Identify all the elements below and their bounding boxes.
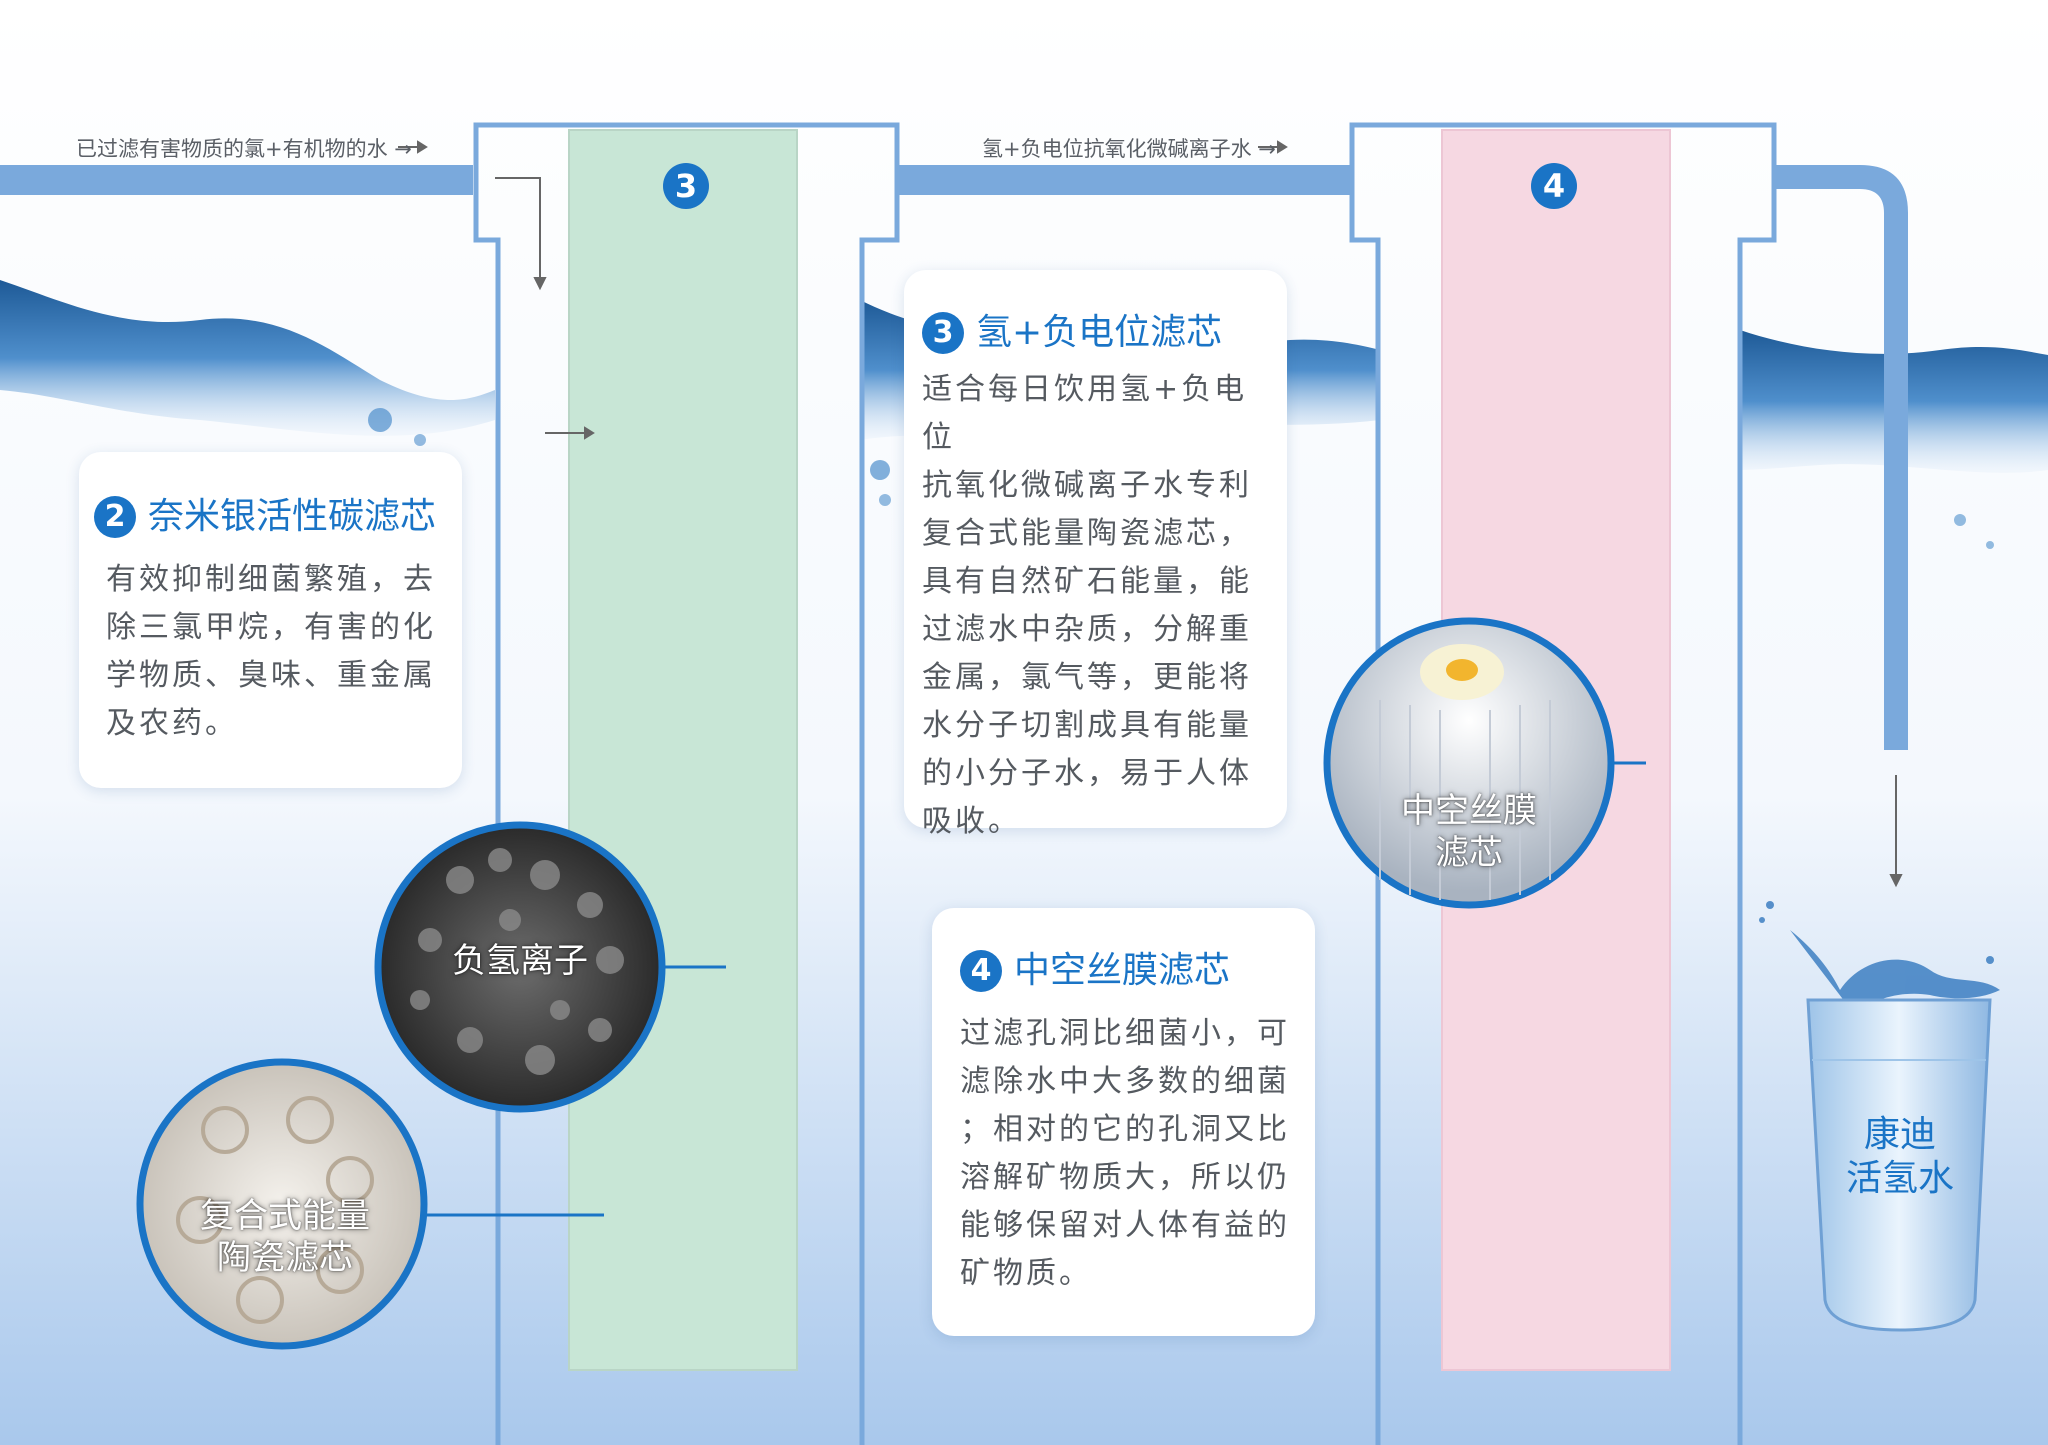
card4-line: ；相对的它的孔洞又比 [960,1112,1290,1147]
card-activated-carbon: 2 奈米银活性碳滤芯 有效抑制细菌繁殖，去 除三氯甲烷，有害的化 学物质、臭味、… [79,452,462,788]
arrow-right-icon [398,140,1288,440]
card3-line: 过滤水中杂质，分解重 [922,612,1252,647]
ceramic-image [136,1058,428,1350]
card4-line: 过滤孔洞比细菌小，可 [960,1016,1290,1051]
arrow-down-icon [495,177,1903,888]
water-glass-icon [1806,998,1992,1332]
stage4-badge: 4 [1531,163,1577,209]
card2-line: 除三氯甲烷，有害的化 [106,610,436,645]
granules-image [374,821,666,1113]
granules-label: 负氢离子 [452,941,588,981]
card4-number-badge: 4 [960,950,1002,992]
card-hydrogen-filter: 3 氢+负电位滤芯 适合每日饮用氢+负电位 抗氧化微碱离子水专利 复合式能量陶瓷… [904,270,1287,839]
card2-line: 有效抑制细菌繁殖，去 [106,562,436,597]
card3-line: 适合每日饮用氢+负电位 [922,372,1248,455]
card2-line: 学物质、臭味、重金属 [106,658,436,693]
membrane-label-line: 中空丝膜 [1401,791,1537,831]
ceramic-label: 复合式能量 陶瓷滤芯 [170,1195,400,1279]
card3-body: 适合每日饮用氢+负电位 抗氧化微碱离子水专利 复合式能量陶瓷滤芯， 具有自然矿石… [922,366,1271,846]
card4-title-row: 4 中空丝膜滤芯 [960,950,1299,992]
glass-label: 康迪 活氢水 [1815,1113,1985,1201]
card4-title: 中空丝膜滤芯 [1014,950,1231,991]
outlet-pipe [1776,165,1908,750]
card3-line: 具有自然矿石能量，能 [922,564,1252,599]
connector-lines [420,761,1646,1217]
flow-label-left: 已过滤有害物质的氯+有机物的水 → [76,137,412,161]
card3-line: 水分子切割成具有能量 [922,708,1252,743]
membrane-label-line: 滤芯 [1435,833,1503,873]
glass-label-line: 活氢水 [1845,1158,1954,1199]
water-wave-left [0,280,495,446]
card4-body: 过滤孔洞比细菌小，可 滤除水中大多数的细菌 ；相对的它的孔洞又比 溶解矿物质大，… [960,1010,1299,1298]
card3-title-row: 3 氢+负电位滤芯 [922,312,1271,354]
connector-pipe-1 [898,165,1350,195]
card3-line: 金属，氯气等，更能将 [922,660,1252,695]
water-splash-icon [1759,901,2000,1015]
ceramic-label-line: 陶瓷滤芯 [217,1238,353,1278]
card4-line: 溶解矿物质大，所以仍 [960,1160,1290,1195]
card3-line: 吸收。 [922,804,1021,839]
membrane-image [1323,617,1615,909]
card4-line: 滤除水中大多数的细菌 [960,1064,1290,1099]
card2-body: 有效抑制细菌繁殖，去 除三氯甲烷，有害的化 学物质、臭味、重金属 及农药。 [94,556,448,748]
card3-line: 抗氧化微碱离子水专利 [922,468,1252,503]
card-hollow-fiber: 4 中空丝膜滤芯 过滤孔洞比细菌小，可 滤除水中大多数的细菌 ；相对的它的孔洞又… [932,908,1315,1336]
card3-line: 的小分子水，易于人体 [922,756,1252,791]
card4-line: 矿物质。 [960,1256,1092,1291]
membrane-label: 中空丝膜 滤芯 [1369,790,1569,874]
stage3-cartridge [568,129,798,1371]
glass-label-line: 康迪 [1863,1114,1936,1155]
card3-line: 复合式能量陶瓷滤芯， [922,516,1252,551]
card3-title: 氢+负电位滤芯 [976,312,1223,353]
pipes [0,165,1908,750]
filter-housing-1 [473,122,900,1445]
stage3-badge: 3 [663,163,709,209]
flow-label-right: 氢+负电位抗氧化微碱离子水 → [982,137,1276,161]
inlet-pipe [0,165,473,195]
card4-line: 能够保留对人体有益的 [960,1208,1290,1243]
card2-title: 奈米银活性碳滤芯 [148,496,437,537]
card2-number-badge: 2 [94,496,136,538]
ceramic-label-line: 复合式能量 [200,1196,370,1236]
card3-number-badge: 3 [922,312,964,354]
card2-line: 及农药。 [106,706,238,741]
card2-title-row: 2 奈米银活性碳滤芯 [94,496,448,538]
